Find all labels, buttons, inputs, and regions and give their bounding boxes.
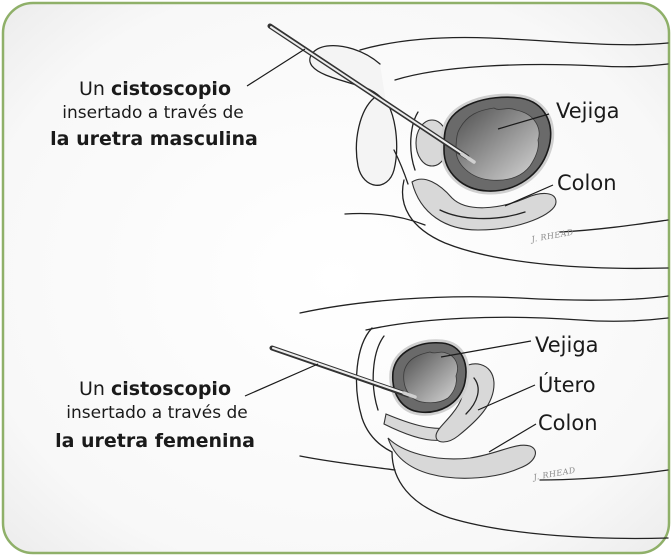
female-callout-line3: la uretra femenina <box>55 430 255 452</box>
female-callout: Un cistoscopio insertado a través de la … <box>55 378 255 452</box>
female-callout-line2: insertado a través de <box>66 403 247 423</box>
female-callout-prefix: Un <box>79 378 105 400</box>
female-bladder-label: Vejiga <box>535 333 599 357</box>
female-callout-line1: Un cistoscopio <box>79 378 231 400</box>
male-callout-instrument: cistoscopio <box>111 78 231 100</box>
male-bladder-lumen <box>456 108 539 180</box>
male-callout-line3: la uretra masculina <box>50 128 258 150</box>
female-uterus-label: Útero <box>538 372 596 397</box>
male-callout-line2: insertado a través de <box>62 103 243 123</box>
male-bladder-label: Vejiga <box>556 99 620 123</box>
female-callout-instrument: cistoscopio <box>111 378 231 400</box>
male-callout-prefix: Un <box>79 78 105 100</box>
male-callout-line1: Un cistoscopio <box>79 78 231 100</box>
male-colon-label: Colon <box>557 171 617 195</box>
female-colon-label: Colon <box>538 411 598 435</box>
male-callout: Un cistoscopio insertado a través de la … <box>50 78 258 150</box>
